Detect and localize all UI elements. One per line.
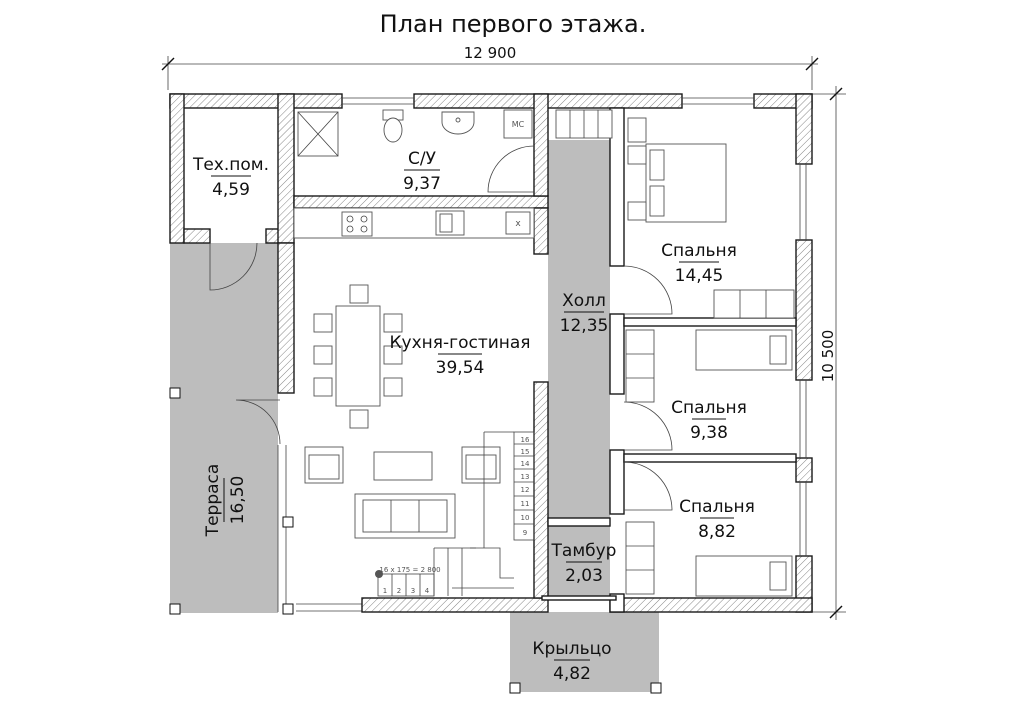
- svg-text:10: 10: [521, 514, 530, 522]
- width-dimension: 12 900: [161, 44, 819, 90]
- living-furniture: [304, 446, 501, 539]
- tech-room-name: Тех.пом.: [192, 155, 269, 175]
- washing-machine: [503, 109, 533, 139]
- kitchen-area: 39,54: [436, 358, 485, 378]
- hall-name: Холл: [562, 291, 606, 311]
- svg-text:4: 4: [425, 587, 430, 595]
- stair-start-marker: [375, 570, 383, 578]
- toilet-bowl: [383, 117, 403, 143]
- room-label-tech: Тех.пом. 4,59: [192, 155, 269, 200]
- room-label-bedroom2: Спальня 9,38: [671, 398, 747, 443]
- staircase: 16 15 14 13 12 11 10 9 1 2 3 4 16 x 175 …: [375, 431, 535, 597]
- svg-text:16: 16: [521, 436, 530, 444]
- width-label: 12 900: [464, 44, 517, 62]
- kitchen-name: Кухня-гостиная: [389, 333, 530, 353]
- svg-text:3: 3: [411, 587, 415, 595]
- svg-text:9: 9: [523, 529, 527, 537]
- room-label-porch: Крыльцо 4,82: [532, 639, 611, 684]
- porch-area: [510, 612, 659, 692]
- tech-room-area: 4,59: [212, 180, 250, 200]
- bedroom3-furniture: [625, 521, 793, 597]
- kitchen-counter: x: [293, 207, 535, 239]
- bedroom3-area: 8,82: [698, 522, 736, 542]
- svg-text:15: 15: [521, 448, 530, 456]
- hall-steps: [555, 109, 613, 139]
- room-label-vestibule: Тамбур 2,03: [551, 541, 617, 586]
- vestibule-area: 2,03: [565, 566, 603, 586]
- porch-area: 4,82: [553, 664, 591, 684]
- bedroom2-name: Спальня: [671, 398, 747, 418]
- vestibule-name: Тамбур: [551, 541, 617, 561]
- dining-table: [313, 284, 403, 429]
- bedroom1-area: 14,45: [675, 266, 724, 286]
- hall-area: [548, 140, 610, 523]
- room-label-bath: С/У 9,37: [403, 149, 441, 194]
- terrace-name: Терраса: [203, 464, 223, 538]
- terrace-area: [170, 243, 278, 613]
- windows: [342, 97, 807, 556]
- bedroom2-furniture: [625, 329, 793, 403]
- hall-area: 12,35: [560, 316, 609, 336]
- room-label-bedroom1: Спальня 14,45: [661, 241, 737, 286]
- svg-text:13: 13: [521, 473, 530, 481]
- stair-note: 16 x 175 = 2 800: [379, 566, 440, 574]
- bedroom3-name: Спальня: [679, 497, 755, 517]
- bedroom2-area: 9,38: [690, 423, 728, 443]
- svg-text:1: 1: [383, 587, 387, 595]
- bedroom1-name: Спальня: [661, 241, 737, 261]
- svg-text:14: 14: [521, 460, 530, 468]
- svg-text:12: 12: [521, 486, 530, 494]
- room-label-bedroom3: Спальня 8,82: [679, 497, 755, 542]
- height-label: 10 500: [819, 330, 837, 383]
- plan-title: План первого этажа.: [380, 10, 647, 38]
- interior-walls: [293, 93, 797, 613]
- room-label-kitchen: Кухня-гостиная 39,54: [389, 333, 530, 378]
- vestibule-area: [548, 523, 610, 598]
- door-swings: [209, 145, 673, 511]
- terrace-area-value: 16,50: [228, 476, 248, 525]
- dishwasher: [505, 211, 531, 235]
- bedroom1-furniture: [627, 117, 795, 319]
- room-label-hall: Холл 12,35: [560, 291, 609, 336]
- height-dimension: 10 500: [812, 86, 846, 620]
- room-label-terrace: Терраса 16,50: [203, 464, 248, 538]
- svg-text:11: 11: [521, 500, 530, 508]
- washbasin: [441, 111, 475, 135]
- stove: [341, 211, 373, 237]
- bath-area: 9,37: [403, 174, 441, 194]
- svg-text:2: 2: [397, 587, 401, 595]
- washer-label: МС: [512, 120, 525, 129]
- bathroom-fixtures: МС: [297, 109, 533, 157]
- porch-name: Крыльцо: [532, 639, 611, 659]
- stove-label: x: [515, 219, 521, 229]
- bath-name: С/У: [408, 149, 437, 169]
- terrace-rails: [169, 387, 662, 694]
